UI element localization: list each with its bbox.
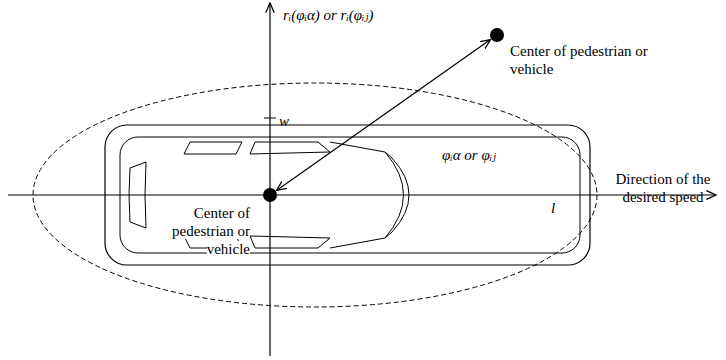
center-label: Center of pedestrian or vehicle — [510, 42, 685, 78]
y-axis — [269, 3, 270, 356]
window — [250, 236, 330, 248]
center-label: Center of pedestrian or vehicle — [145, 204, 250, 258]
length-label: l — [551, 199, 571, 217]
x-axis — [8, 194, 716, 195]
center-dot: Center of pedestrian or vehicle — [263, 188, 277, 202]
direction-label: Direction of the desired speed — [608, 170, 718, 206]
radius-arrow — [277, 40, 491, 191]
window — [250, 142, 330, 154]
angle-label: φᵢα or φᵢⱼ — [442, 146, 542, 164]
center-dot: Center of pedestrian or vehicle — [490, 28, 504, 42]
window — [184, 142, 242, 154]
radius-label: rᵢ(φᵢα) or rᵢ(φᵢⱼ) — [283, 6, 483, 24]
width-label: w — [279, 112, 299, 130]
width-tick — [264, 118, 276, 119]
